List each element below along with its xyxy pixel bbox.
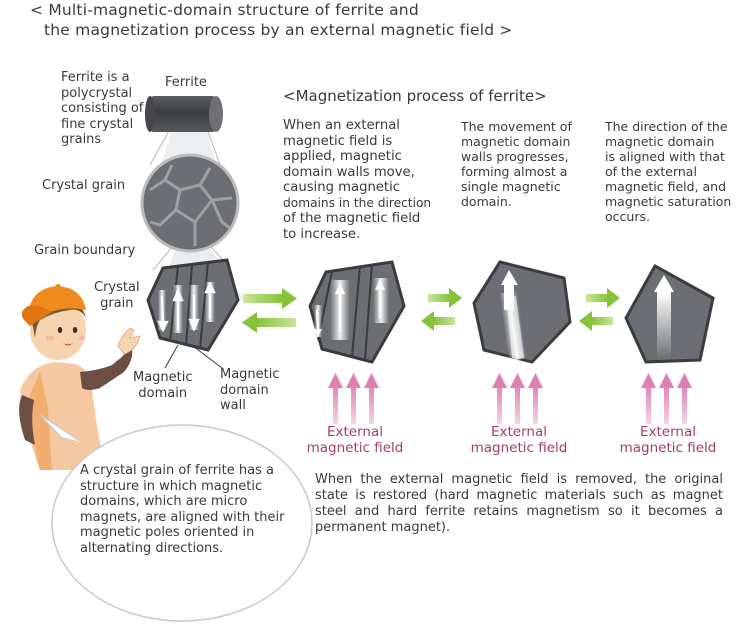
step-3-line: magnetic field, and: [605, 179, 727, 194]
grain-step-3: [624, 263, 715, 364]
domain-wall-line: domain: [220, 382, 269, 398]
external-field-arrows-2: [492, 373, 543, 424]
grain-domains-initial: [146, 258, 240, 352]
step-2-line: walls progresses,: [461, 149, 569, 164]
step-3-line: magnetic saturation: [605, 194, 732, 209]
crystal-grain2-line: grain: [100, 295, 134, 311]
step-2-line: single magnetic: [461, 179, 561, 194]
external-field-line: External: [490, 424, 547, 440]
speech-bubble: [39, 414, 313, 622]
ferrite-desc-line: fine crystal: [61, 116, 134, 132]
step-1-line: domain walls move,: [283, 164, 415, 180]
ferrite-desc-line: Ferrite is a: [61, 70, 130, 85]
step-2-line: The movement of: [461, 119, 572, 134]
bubble-text: A crystal grain of ferrite has a structu…: [80, 463, 285, 556]
external-field-line: magnetic field: [306, 440, 404, 456]
grain-step-1: [308, 260, 406, 364]
external-field-arrows-1: [328, 373, 379, 424]
step-1-line: domains in the direction: [283, 195, 432, 210]
external-field-label-2: External magnetic field: [454, 424, 584, 456]
ferrite-desc-line: grains: [61, 132, 102, 147]
domain-wall-line: wall: [220, 398, 246, 413]
step-2-text: The movement of magnetic domain walls pr…: [461, 119, 572, 209]
ferrite-desc-line: consisting of: [61, 101, 144, 116]
ferrite-description: Ferrite is a polycrystal consisting of f…: [61, 70, 143, 148]
step-3-line: The direction of the: [605, 119, 728, 134]
domain-leader: [164, 344, 179, 369]
step-3-line: occurs.: [605, 209, 650, 224]
external-field-label-3: External magnetic field: [603, 424, 733, 456]
ferrite-label: Ferrite: [165, 75, 207, 90]
external-field-line: External: [326, 424, 383, 440]
external-field-line: External: [639, 424, 696, 440]
magnetic-domain-line: Magnetic: [133, 370, 193, 385]
removal-explanation: When the external magnetic field is remo…: [315, 472, 723, 535]
crystal-grain2-label: Crystal grain: [94, 280, 140, 311]
external-field-line: magnetic field: [470, 440, 568, 456]
step-1-line: When an external: [283, 118, 400, 133]
step-3-text: The direction of the magnetic domain is …: [605, 119, 731, 224]
step-2-line: magnetic domain: [461, 134, 571, 149]
ferrite-cylinder: [145, 96, 223, 132]
step-1-line: magnetic field is: [283, 133, 393, 149]
process-title: <Magnetization process of ferrite>: [283, 87, 547, 105]
main-title-line1: < Multi-magnetic-domain structure of fer…: [30, 1, 419, 19]
crystal-grain-label: Crystal grain: [42, 178, 126, 193]
wall-leader: [192, 345, 223, 369]
step-1-line: applied, magnetic: [283, 149, 402, 164]
step-1-line: to increase.: [283, 226, 361, 242]
domain-wall-line: Magnetic: [220, 367, 280, 382]
step-3-line: is aligned with that: [605, 149, 725, 164]
grain-boundary-label: Grain boundary: [34, 243, 136, 258]
magnetic-domain-label: Magnetic domain: [133, 370, 193, 401]
step-1-text: When an external magnetic field is appli…: [283, 118, 431, 242]
polycrystal-circle: [140, 153, 240, 253]
step-1-line: causing magnetic: [283, 180, 401, 195]
transition-arrows-3: [579, 288, 620, 331]
grain-step-2: [472, 260, 572, 364]
step-1-line: of the magnetic field: [283, 211, 421, 226]
external-field-arrows-3: [641, 373, 692, 424]
magnetic-domain-wall-label: Magnetic domain wall: [220, 367, 280, 414]
transition-arrows-1: [242, 288, 297, 333]
external-field-line: magnetic field: [619, 440, 717, 456]
external-field-label-1: External magnetic field: [290, 424, 420, 456]
main-title-line2: the magnetization process by an external…: [44, 21, 513, 39]
transition-arrows-2: [421, 288, 462, 331]
magnetic-domain-line: domain: [138, 385, 188, 401]
crystal-grain2-line: Crystal: [94, 280, 140, 295]
step-3-line: of the external: [605, 164, 697, 179]
ferrite-desc-line: polycrystal: [61, 85, 133, 101]
step-3-line: magnetic domain: [605, 134, 715, 149]
step-2-line: forming almost a: [461, 164, 568, 179]
step-2-line: domain.: [461, 194, 512, 209]
character-illustration: [19, 284, 141, 470]
main-title: < Multi-magnetic-domain structure of fer…: [30, 0, 513, 40]
